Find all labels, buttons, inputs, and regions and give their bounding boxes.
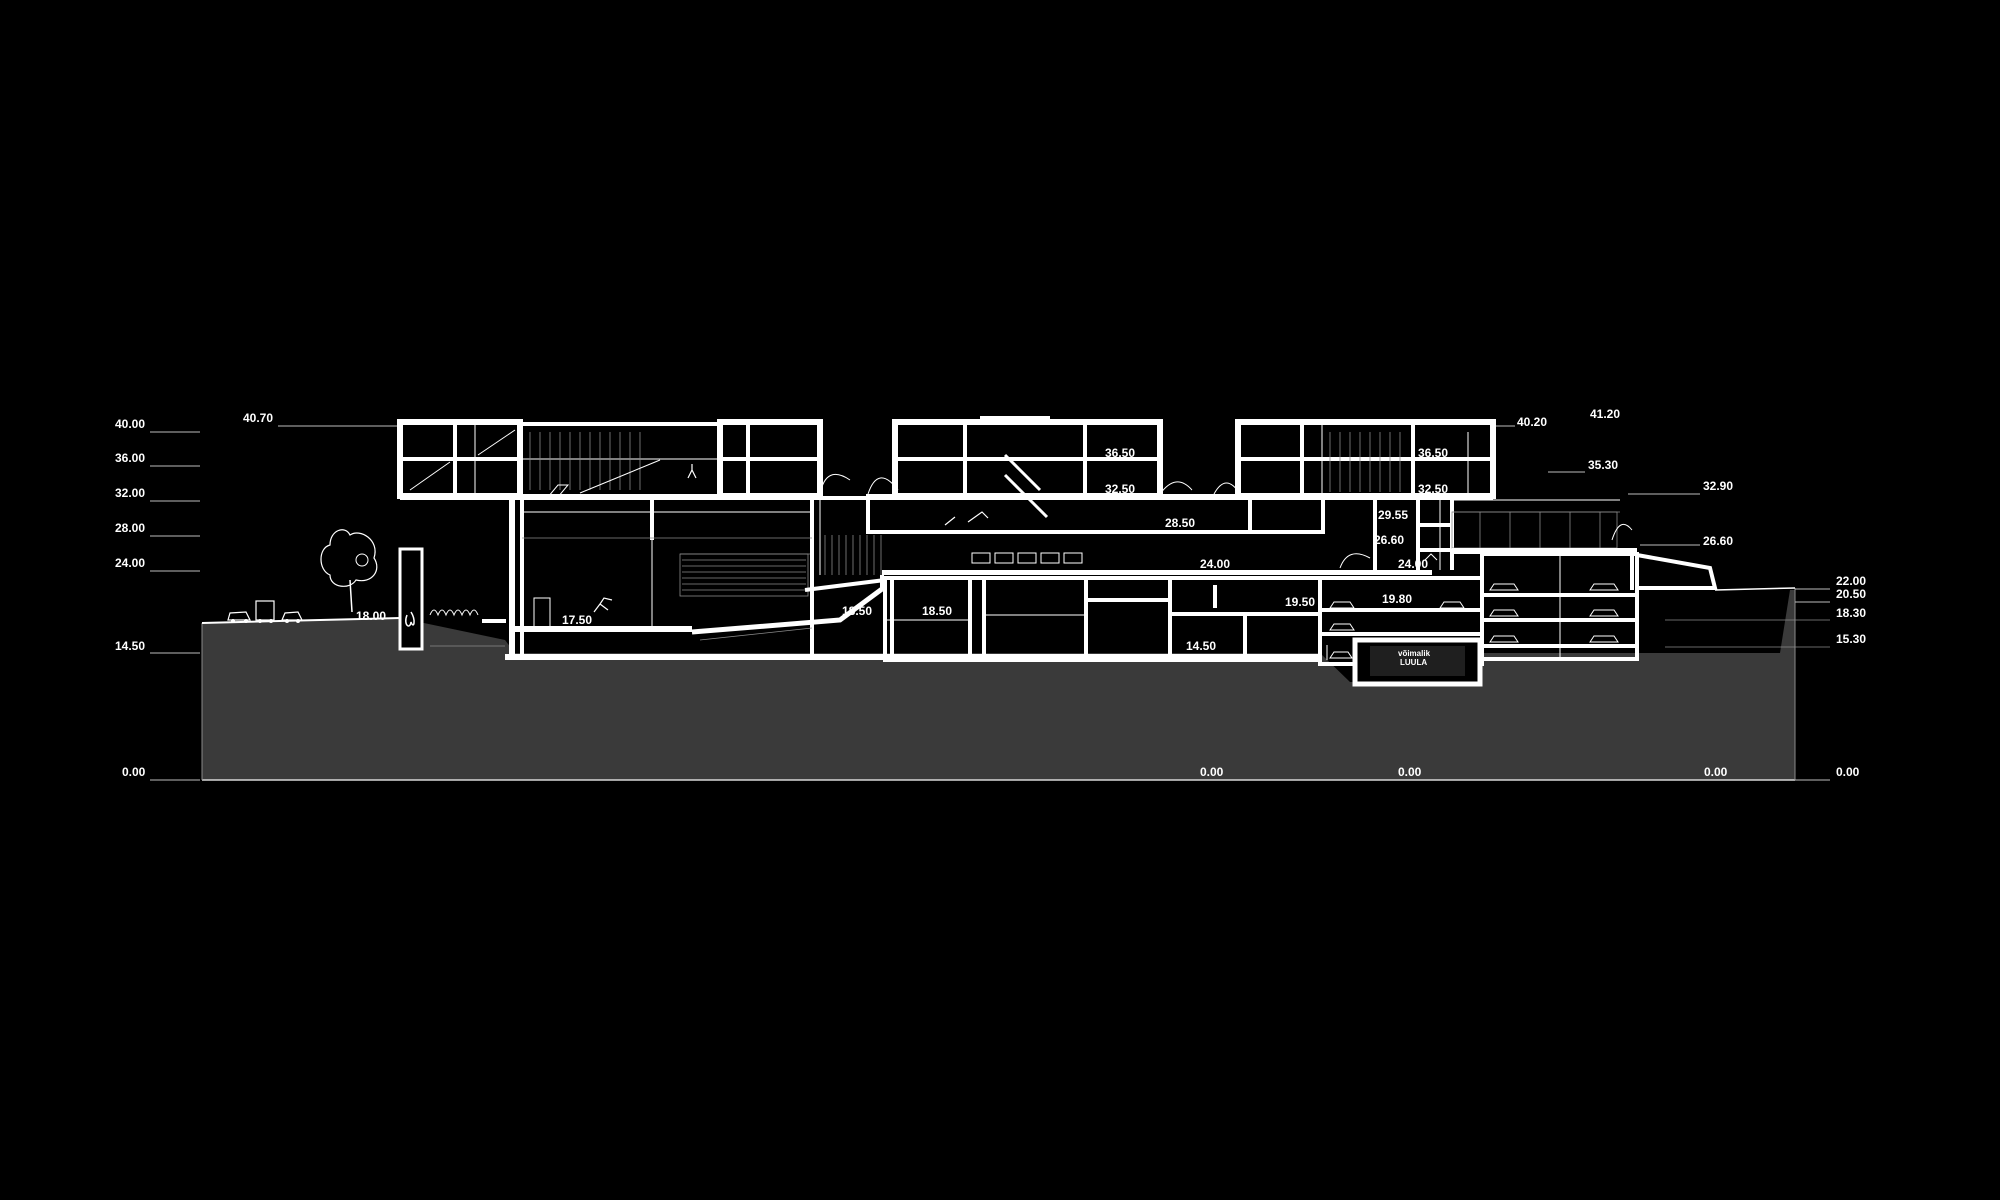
right-second-level: 32.50 — [1418, 482, 1448, 496]
level-label-28: 28.00 — [115, 521, 145, 535]
ground-mass — [201, 587, 1796, 781]
street-elements: 18.00 — [227, 529, 506, 651]
right-level-20-50: 20.50 — [1836, 587, 1866, 601]
stair-icon — [1003, 453, 1049, 519]
right-core: 29.55 26.60 24.00 — [1339, 500, 1454, 571]
left-level-scale: 40.00 36.00 32.00 28.00 24.00 14.50 0.00 — [115, 417, 200, 781]
pylon-icon — [398, 547, 424, 651]
basement-right-level: 19.50 — [1285, 595, 1315, 609]
right-level-0: 0.00 — [1836, 765, 1860, 779]
mark-40-20: 40.20 — [1517, 415, 1547, 429]
shade-tree-icon — [1213, 482, 1241, 495]
level-label-36: 36.00 — [115, 451, 145, 465]
shrub-icon — [819, 473, 851, 495]
right-level-15-30: 15.30 — [1836, 632, 1866, 646]
central-upper-block: 36.50 32.50 — [867, 416, 1193, 519]
shrub-icon — [429, 609, 479, 617]
zero-mark-3: 0.00 — [1704, 765, 1728, 779]
right-upper-block: 36.50 32.50 — [1213, 419, 1496, 500]
stair-flight — [824, 535, 882, 575]
tree-icon — [320, 529, 378, 613]
top-level-marks: 40.70 40.20 41.20 35.30 32.90 26.60 — [243, 407, 1733, 548]
louvre-screen — [1329, 432, 1401, 492]
mark-35-30: 35.30 — [1588, 458, 1618, 472]
car-icon — [1489, 609, 1619, 643]
shade-tree-icon — [1339, 553, 1371, 569]
lower-rooms: 18.50 18.50 19.50 14.50 — [804, 576, 1322, 662]
mark-40-70: 40.70 — [243, 411, 273, 425]
person-icon — [1424, 553, 1438, 561]
level-label-32: 32.00 — [115, 486, 145, 500]
car-icon — [227, 611, 251, 623]
gallery-floor: 28.50 — [819, 494, 1325, 575]
stair-icon — [546, 484, 570, 498]
level-label-24: 24.00 — [115, 556, 145, 570]
shade-tree-icon — [1611, 523, 1633, 541]
center-top-level: 36.50 — [1105, 446, 1135, 460]
bench-row — [971, 552, 1083, 564]
person-icon — [944, 511, 989, 526]
person-icon — [687, 464, 697, 479]
car-icon — [1329, 601, 1465, 609]
bench-icon — [482, 619, 506, 623]
parking-top-level: 19.80 — [1382, 592, 1412, 606]
sign-label: võimalik LUULA — [1398, 649, 1431, 667]
level-label-0: 0.00 — [122, 765, 146, 779]
right-small-level: 26.60 — [1374, 533, 1404, 547]
sign-line-1: võimalik — [1398, 649, 1431, 658]
parking-structure: 19.80 võimalik LUULA — [1318, 552, 1639, 687]
right-level-scale: 22.00 20.50 18.30 15.30 0.00 — [1665, 574, 1866, 781]
zero-mark-2: 0.00 — [1398, 765, 1422, 779]
car-icon — [1329, 651, 1353, 659]
bottom-zero-marks: 0.00 0.00 0.00 — [1200, 765, 1728, 779]
room-b-level: 18.50 — [922, 604, 952, 618]
left-upper-block — [397, 419, 851, 500]
right-gallery-level: 29.55 — [1378, 508, 1408, 522]
mark-32-90: 32.90 — [1703, 479, 1733, 493]
hall-floor-level: 17.50 — [562, 613, 592, 627]
street-level-label: 18.00 — [356, 609, 386, 623]
car-icon — [1329, 583, 1619, 631]
level-label-14-50: 14.50 — [115, 639, 145, 653]
plaza-level: 24.00 — [880, 552, 1432, 590]
right-top-level: 36.50 — [1418, 446, 1448, 460]
plaza-level-label: 24.00 — [1200, 557, 1230, 571]
center-second-level: 32.50 — [1105, 482, 1135, 496]
car-icon — [281, 611, 303, 623]
basement-low-level: 14.50 — [1186, 639, 1216, 653]
right-level-22: 22.00 — [1836, 574, 1866, 588]
person-icon — [593, 597, 613, 613]
right-level-18-30: 18.30 — [1836, 606, 1866, 620]
shade-tree-icon — [867, 477, 1193, 495]
louvre-screen — [529, 432, 641, 490]
truck-icon — [255, 600, 275, 623]
sign-line-2: LUULA — [1400, 658, 1427, 667]
gallery-level: 28.50 — [1165, 516, 1195, 530]
right-plaza-level: 24.00 — [1398, 557, 1428, 571]
mark-41-20: 41.20 — [1590, 407, 1620, 421]
zero-mark-1: 0.00 — [1200, 765, 1224, 779]
main-hall: 17.50 — [505, 500, 885, 660]
room-a-level: 18.50 — [842, 604, 872, 618]
level-label-40: 40.00 — [115, 417, 145, 431]
mark-26-60: 26.60 — [1703, 534, 1733, 548]
